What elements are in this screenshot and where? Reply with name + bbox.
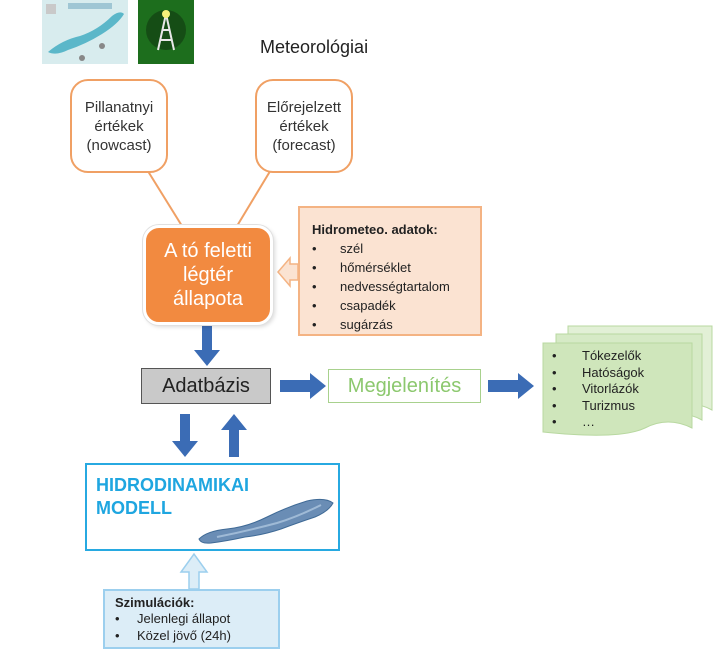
hydrometeo-item: nedvességtartalom <box>312 277 472 296</box>
meteo-title: Meteorológiai <box>260 37 369 57</box>
forecast-connector <box>236 167 273 227</box>
air-state-line1: A tó feletti <box>164 240 252 262</box>
hydrodynamic-model-box: HIDRODINAMIKAI MODELL <box>85 463 340 551</box>
display-to-users-arrow <box>488 373 534 399</box>
user-item: Vitorlázók <box>552 381 644 398</box>
simulation-item: Közel jövő (24h) <box>115 627 272 644</box>
nowcast-line2: értékek <box>94 117 144 135</box>
forecast-line2: értékek <box>279 117 329 135</box>
model-to-db-arrow <box>221 414 247 457</box>
simulations-title: Szimulációk: <box>115 595 195 610</box>
lake-map-thumbnail <box>42 0 128 64</box>
hydrometeo-item: hőmérséklet <box>312 258 472 277</box>
simulation-item: Jelenlegi állapot <box>115 610 272 627</box>
hydrometeo-arrow <box>277 255 299 289</box>
user-item: Hatóságok <box>552 365 644 382</box>
hydrometeo-item: sugárzás <box>312 315 472 334</box>
model-title-line2: MODELL <box>96 498 172 518</box>
hydrometeo-item: csapadék <box>312 296 472 315</box>
hydrometeo-item: szél <box>312 239 472 258</box>
air-state-line3: állapota <box>172 288 244 310</box>
forecast-line3: (forecast) <box>272 136 336 154</box>
lake-shape-image <box>198 498 334 544</box>
nowcast-connector <box>145 167 183 227</box>
air-state-line2: légtér <box>182 264 234 286</box>
model-title: HIDRODINAMIKAI MODELL <box>96 474 249 520</box>
simulations-list: Jelenlegi állapot Közel jövő (24h) <box>115 610 272 644</box>
db-to-display-arrow <box>280 373 326 399</box>
user-item: … <box>552 414 644 431</box>
user-item: Tókezelők <box>552 348 644 365</box>
nowcast-line1: Pillanatnyi <box>84 98 154 116</box>
display-box: Megjelenítés <box>328 369 481 403</box>
model-title-line1: HIDRODINAMIKAI <box>96 475 249 495</box>
tower-logo-image <box>138 0 194 64</box>
nowcast-line3: (nowcast) <box>86 136 152 154</box>
hydrometeo-list: szél hőmérséklet nedvességtartalom csapa… <box>312 239 472 334</box>
nowcast-box: Pillanatnyi értékek (nowcast) <box>70 79 168 173</box>
users-box: Tókezelők Hatóságok Vitorlázók Turizmus … <box>540 340 690 436</box>
air-to-db-arrow <box>194 320 220 366</box>
simulations-box: Szimulációk: Jelenlegi állapot Közel jöv… <box>103 589 280 649</box>
users-list: Tókezelők Hatóságok Vitorlázók Turizmus … <box>552 348 644 431</box>
hydrometeo-title: Hidrometeo. adatok: <box>312 222 438 237</box>
database-box: Adatbázis <box>141 368 271 404</box>
forecast-box: Előrejelzett értékek (forecast) <box>255 79 353 173</box>
air-state-box: A tó feletti légtér állapota <box>143 225 273 325</box>
hydrometeo-box: Hidrometeo. adatok: szél hőmérséklet ned… <box>298 206 482 336</box>
forecast-line1: Előrejelzett <box>266 98 342 116</box>
sim-to-model-arrow <box>179 552 209 590</box>
db-to-model-arrow <box>172 414 198 457</box>
tower-logo-thumbnail <box>138 0 194 64</box>
lake-map-image <box>42 0 128 64</box>
user-item: Turizmus <box>552 398 644 415</box>
